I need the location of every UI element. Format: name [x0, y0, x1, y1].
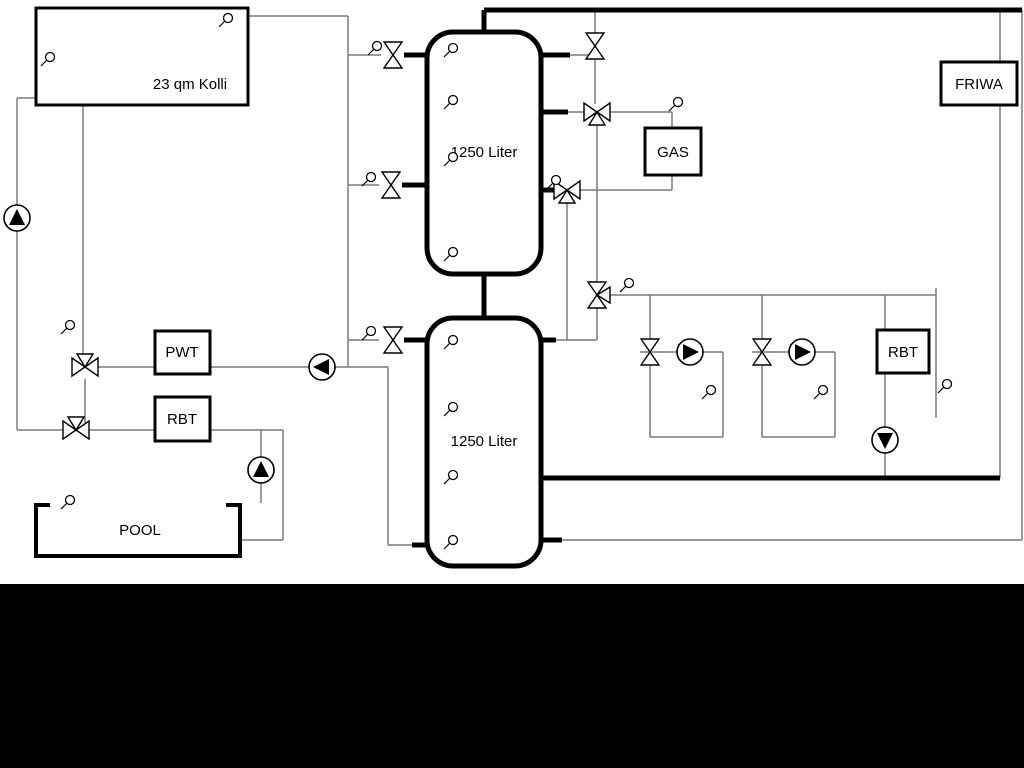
- pwt-heat-exchanger: PWT: [153, 329, 212, 376]
- buffer-tank-bottom: 1250 Liter: [424, 315, 544, 569]
- rbt-right-label: RBT: [888, 344, 918, 361]
- solar-collector: 23 qm Kolli: [34, 6, 250, 107]
- main-pipes: [402, 7, 1022, 548]
- rbt-left-label: RBT: [167, 411, 197, 428]
- rbt-pump-icon: [871, 426, 899, 454]
- rbt-right-unit: RBT: [875, 328, 931, 375]
- buffer-tank-top: 1250 Liter: [424, 29, 544, 277]
- pool: POOL: [34, 503, 242, 558]
- bottom-black-band: [0, 584, 1024, 768]
- friwa-station: FRIWA: [939, 60, 1019, 107]
- friwa-label: FRIWA: [955, 76, 1003, 93]
- pool-label: POOL: [119, 522, 161, 539]
- collector-label: 23 qm Kolli: [153, 76, 227, 93]
- tank-top-label: 1250 Liter: [451, 144, 518, 161]
- tank-bottom-label: 1250 Liter: [451, 433, 518, 450]
- pool-pump-icon: [247, 456, 275, 484]
- buffer-charge-pump-icon: [308, 353, 336, 381]
- gas-boiler: GAS: [643, 126, 703, 177]
- gas-label: GAS: [657, 144, 689, 161]
- rbt-left-unit: RBT: [153, 395, 212, 443]
- heating-circuit-2-pump-icon: [788, 338, 816, 366]
- collector-pump-icon: [3, 204, 31, 232]
- heating-circuit-1-pump-icon: [676, 338, 704, 366]
- pwt-label: PWT: [165, 344, 198, 361]
